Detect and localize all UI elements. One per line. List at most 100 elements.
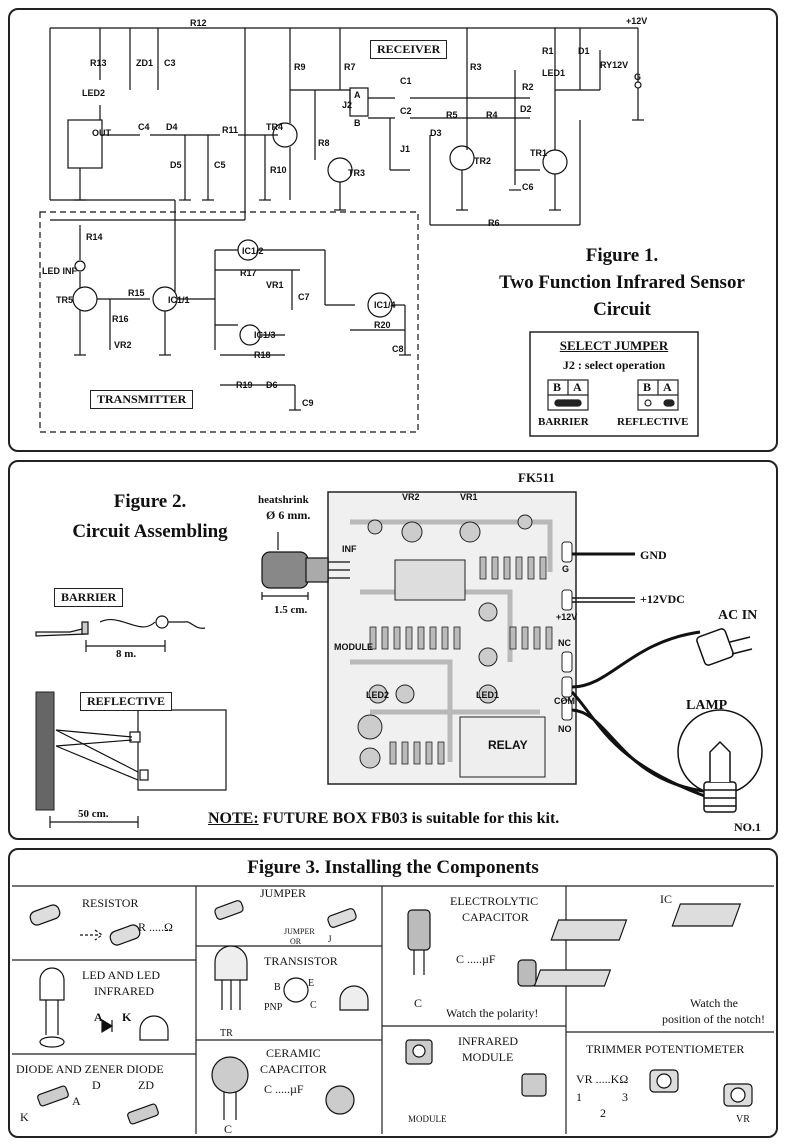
no-label: NO xyxy=(558,724,572,734)
vr2-label: VR2 xyxy=(402,492,420,502)
kit-label: FK511 xyxy=(518,470,555,485)
select-jumper-subtitle: J2 : select operation xyxy=(562,358,666,372)
figure1-title-line3: Circuit xyxy=(593,299,651,320)
figure1-title-line1: Figure 1. xyxy=(585,245,659,266)
label-r15: R15 xyxy=(128,288,145,298)
label-d5: D5 xyxy=(170,160,182,170)
jumper-or: OR xyxy=(290,937,302,946)
barrier-distance: 8 m. xyxy=(116,648,137,660)
label-r8: R8 xyxy=(318,138,330,148)
note-label: NOTE: xyxy=(208,810,259,827)
jumper-reflective-label: REFLECTIVE xyxy=(617,416,689,428)
label-r4: R4 xyxy=(486,110,498,120)
electrolytic-symbol: C .....µF xyxy=(456,952,496,966)
label-vr1: VR1 xyxy=(266,280,284,290)
led1-label: LED1 xyxy=(476,690,500,700)
label-led-inf: LED INF xyxy=(42,266,77,276)
label-r19: R19 xyxy=(236,380,253,390)
label-j2b: B xyxy=(354,118,361,128)
inf-label: INF xyxy=(342,544,357,554)
resistor-title: RESISTOR xyxy=(82,896,139,910)
label-r20: R20 xyxy=(374,320,391,330)
label-vr2: VR2 xyxy=(114,340,132,350)
electrolytic-c: C xyxy=(414,996,423,1010)
jumper-pin-b-1: B xyxy=(553,380,562,394)
label-r7: R7 xyxy=(344,62,356,72)
nc-label: NC xyxy=(558,638,571,648)
vr1-label: VR1 xyxy=(460,492,478,502)
label-r6: R6 xyxy=(488,218,500,228)
label-c4: C4 xyxy=(138,122,150,132)
jumper-title: JUMPER xyxy=(260,886,307,900)
jumper-pin-b-2: B xyxy=(643,380,652,394)
diode-title: DIODE AND ZENER DIODE xyxy=(16,1062,164,1076)
com-label: COM xyxy=(554,696,575,706)
transistor-c: C xyxy=(310,1000,317,1011)
label-j2a: A xyxy=(354,90,361,100)
label-c5: C5 xyxy=(214,160,226,170)
ceramic-title-1: CERAMIC xyxy=(266,1046,321,1060)
figure3-title: Figure 3. Installing the Components xyxy=(247,857,539,878)
infrared-title-1: INFRARED xyxy=(458,1034,519,1048)
ceramic-symbol: C .....µF xyxy=(264,1082,304,1096)
label-r17: R17 xyxy=(240,268,257,278)
jumper-symbol: JUMPER xyxy=(284,927,315,936)
led-title-2: INFRARED xyxy=(94,984,155,998)
v-pad-label: +12V xyxy=(556,612,578,622)
label-led1: LED1 xyxy=(542,68,566,78)
label-d2: D2 xyxy=(520,104,532,114)
trimmer-pin-2: 2 xyxy=(600,1106,606,1120)
heatshrink-label: heatshrink xyxy=(258,494,309,506)
figure1-schematic xyxy=(39,27,699,437)
lamp-label: LAMP xyxy=(686,698,728,713)
infrared-module-label: MODULE xyxy=(408,1114,447,1124)
diode-a: A xyxy=(72,1094,81,1108)
led-title-1: LED AND LED xyxy=(82,968,160,982)
label-c7: C7 xyxy=(298,292,310,302)
figure2-title-line2: Circuit Assembling xyxy=(72,521,228,542)
label-r18: R18 xyxy=(254,350,271,360)
transistor-pnp: PNP xyxy=(264,1002,283,1013)
label-led2: LED2 xyxy=(82,88,106,98)
ceramic-title-2: CAPACITOR xyxy=(260,1062,327,1076)
transistor-tr: TR xyxy=(220,1028,233,1039)
led2-label: LED2 xyxy=(366,690,390,700)
label-tr1: TR1 xyxy=(530,148,548,158)
transistor-title: TRANSISTOR xyxy=(264,954,338,968)
label-r1: R1 xyxy=(542,46,554,56)
select-jumper-title: SELECT JUMPER xyxy=(559,338,669,353)
reflective-distance: 50 cm. xyxy=(78,808,109,820)
diode-k: K xyxy=(20,1110,29,1124)
label-r12: R12 xyxy=(190,18,207,28)
label-d1: D1 xyxy=(578,46,590,56)
jumper-pin-a-1: A xyxy=(573,380,582,394)
led-a: A xyxy=(94,1010,103,1024)
jumper-barrier-label: BARRIER xyxy=(538,416,589,428)
figure1-title-line2: Two Function Infrared Sensor xyxy=(499,272,745,293)
ic-title: IC xyxy=(660,892,672,906)
transistor-b: B xyxy=(274,982,281,993)
heatshrink-size: Ø 6 mm. xyxy=(266,508,311,522)
label-c9: C9 xyxy=(302,398,314,408)
label-r13: R13 xyxy=(90,58,107,68)
label-j1: J1 xyxy=(400,144,411,154)
ceramic-c: C xyxy=(224,1122,233,1136)
label-ic1a: IC1/1 xyxy=(168,295,190,305)
label-supply: +12V xyxy=(626,16,648,26)
led-k: K xyxy=(122,1010,132,1024)
ic-note-1: Watch the xyxy=(690,996,739,1010)
figure2-title-line1: Figure 2. xyxy=(113,491,187,512)
electrolytic-note: Watch the polarity! xyxy=(446,1006,539,1020)
ic-note-2: position of the notch! xyxy=(662,1012,765,1026)
transmitter-label: TRANSMITTER xyxy=(90,390,194,409)
trimmer-pin-1: 1 xyxy=(576,1090,582,1104)
trimmer-title: TRIMMER POTENTIOMETER xyxy=(586,1042,745,1056)
ac-in-label: AC IN xyxy=(718,608,758,623)
g-pad-label: G xyxy=(562,564,570,574)
label-tr5: TR5 xyxy=(56,295,74,305)
electrolytic-title-2: CAPACITOR xyxy=(462,910,529,924)
label-tr4: TR4 xyxy=(266,122,284,132)
no1-label: NO.1 xyxy=(734,820,761,834)
label-c2: C2 xyxy=(400,106,412,116)
label-r16: R16 xyxy=(112,314,129,324)
